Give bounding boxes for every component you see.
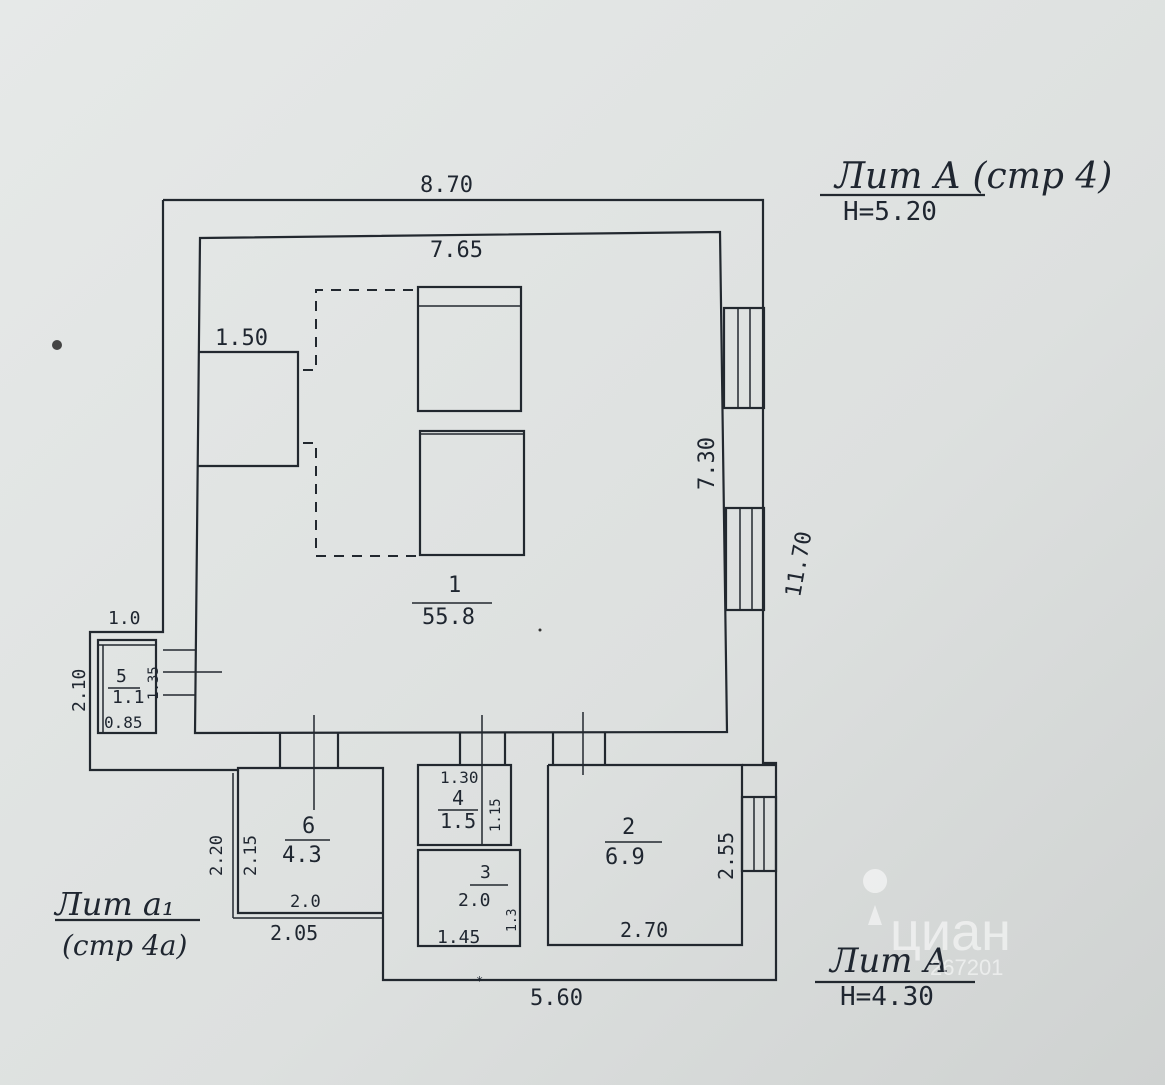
room-number: 6 <box>302 814 315 839</box>
room-area: 1.5 <box>440 809 476 833</box>
height-bottom-label: Н=4.30 <box>840 982 934 1012</box>
dim-inner-right: 7.30 <box>695 437 720 490</box>
dim-room6-left-inner: 2.15 <box>241 835 261 876</box>
dim-room6-left-outer: 2.20 <box>207 835 227 876</box>
room-5-label: 5 1.1 <box>108 666 145 708</box>
header-bottom-left: Лит а₁ (стр 4а) <box>53 885 200 962</box>
room-3-outline <box>416 848 522 948</box>
dim-room5-left: 2.10 <box>69 669 90 712</box>
dim-room2-side: 2.55 <box>714 832 738 880</box>
room-2-label: 2 6.9 <box>605 815 662 870</box>
dim-outer-top: 8.70 <box>420 173 473 198</box>
dim-room2-bottom: 2.70 <box>620 918 668 942</box>
dim-room3-bottom: 1.45 <box>437 927 480 948</box>
pencil-mark <box>52 340 62 350</box>
dashed-partition <box>303 289 415 371</box>
dim-room5-bottom: 0.85 <box>104 713 143 732</box>
location-pin-icon <box>863 869 888 925</box>
room-4-label: 4 1.5 <box>438 786 478 833</box>
room-6-outline <box>236 770 383 915</box>
room-number: 5 <box>116 666 127 687</box>
dim-inner-top: 7.65 <box>430 238 483 263</box>
room-number: 1 <box>448 573 461 598</box>
room-number: 3 <box>480 862 491 883</box>
room-number: 4 <box>452 786 464 810</box>
dim-room6-bottom-inner: 2.0 <box>290 892 321 912</box>
dim-room3-inner: 2.0 <box>458 890 491 911</box>
room-area: 1.1 <box>112 687 145 708</box>
dim-small-room: 1.50 <box>215 326 268 351</box>
dashed-partition-2 <box>303 442 418 557</box>
room-1-outline <box>193 230 729 735</box>
outer-wall <box>88 198 778 982</box>
doorway-room4 <box>458 715 507 845</box>
height-main-label: Н=5.20 <box>843 197 937 227</box>
room-2-outline <box>546 763 744 947</box>
dim-room3-side: 1.3 <box>505 909 520 932</box>
room-area: 4.3 <box>282 843 322 868</box>
window-right-top <box>722 306 766 410</box>
lit-a1-sub: (стр 4а) <box>62 929 187 962</box>
room-1-label: 1 55.8 <box>412 573 492 630</box>
room-3-label: 3 <box>470 862 508 886</box>
furniture-block-bottom <box>418 429 526 557</box>
room-number: 2 <box>622 815 635 840</box>
dim-room5-inner: 1.35 <box>146 666 162 700</box>
header-main: Лит А (стр 4) Н=5.20 <box>820 156 1112 227</box>
watermark-code: 267201 <box>930 955 1003 980</box>
lit-main-label: Лит А (стр 4) <box>833 156 1112 197</box>
watermark: циан 267201 <box>863 869 1011 980</box>
dim-room5-top: 1.0 <box>108 608 141 629</box>
room-4-outline <box>416 763 513 847</box>
dim-bottom: 5.60 <box>530 986 583 1011</box>
header-bottom-right: Лит А Н=4.30 <box>815 941 975 1012</box>
window-right-middle <box>724 506 766 612</box>
center-dot <box>538 628 542 632</box>
furniture-block-top <box>416 285 523 413</box>
room-5-outline <box>96 638 222 735</box>
dim-room6-bottom-outer: 2.05 <box>270 921 318 945</box>
room-6-label: 6 4.3 <box>282 814 330 868</box>
room-area: 55.8 <box>422 605 475 630</box>
dim-room4-side: 1.15 <box>488 798 504 832</box>
watermark-brand: циан <box>890 902 1011 962</box>
room-area: 6.9 <box>605 845 645 870</box>
lit-bottom-label: Лит А <box>828 941 949 981</box>
dim-room4-top: 1.30 <box>440 768 479 787</box>
bottom-star: * <box>476 974 483 988</box>
small-room-outline <box>198 350 300 468</box>
doorway-room6 <box>278 715 340 810</box>
lit-a1-label: Лит а₁ <box>53 885 175 923</box>
